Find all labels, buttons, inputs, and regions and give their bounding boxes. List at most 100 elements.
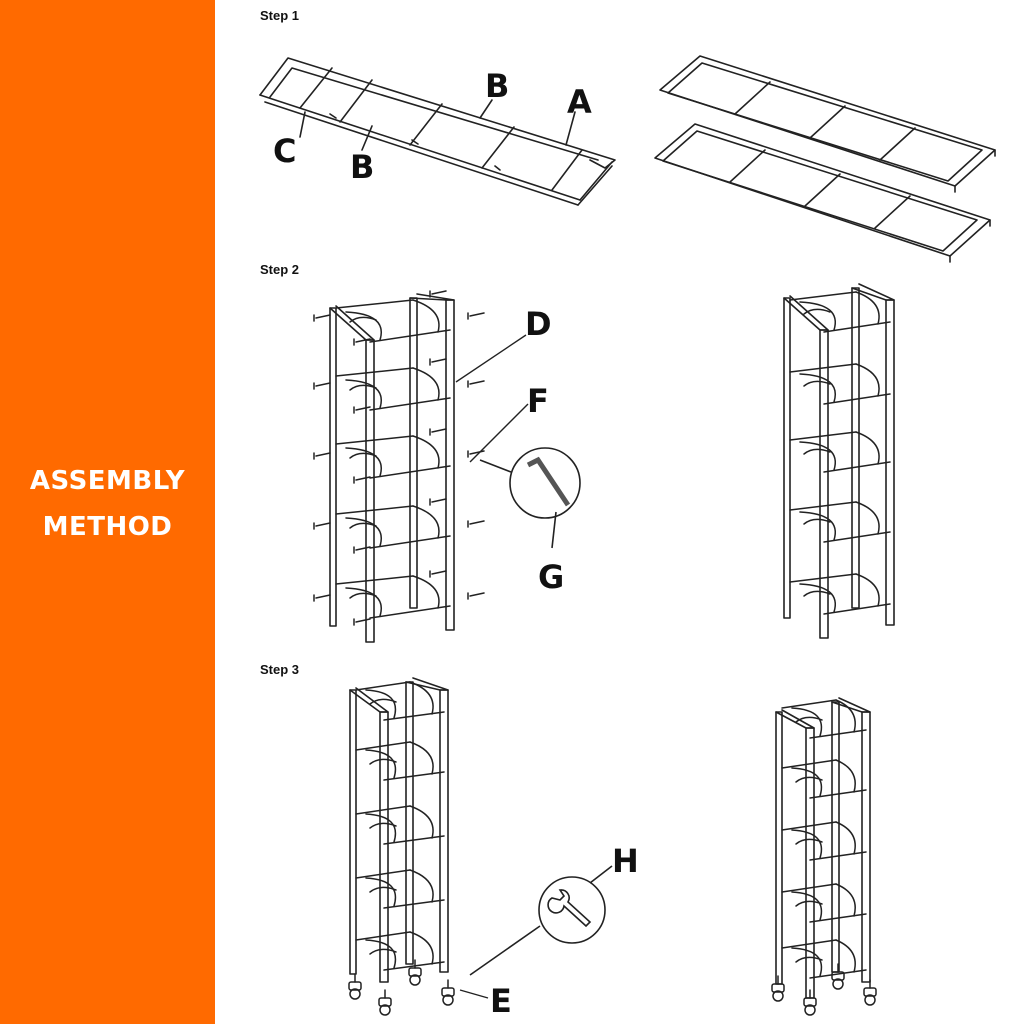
step-3-left-bottle-cradle xyxy=(369,758,397,765)
callout-h: H xyxy=(612,842,639,880)
step-2-right-shelf-front-bar xyxy=(823,321,891,333)
step-2-left-shelf-side-arc xyxy=(412,505,440,539)
step-3-left-shelf-side-arc xyxy=(365,689,397,719)
allen-key-magnifier xyxy=(479,447,581,549)
step-3-left-caster-wheel xyxy=(349,988,361,1000)
step-3-left-caster-wheel xyxy=(442,994,454,1006)
callout-b-bottom: B xyxy=(350,148,374,186)
screw xyxy=(469,592,485,597)
step-3-left-caster-wheel xyxy=(379,1004,391,1016)
step-1-assembled-frame-bottom xyxy=(654,123,991,263)
step-3-left-caster-housing xyxy=(441,987,455,997)
step-3-left-shelf-front-bar xyxy=(383,961,445,971)
step-3-right-shelf-side-arc xyxy=(791,947,823,977)
step-2-left-shelf-front-bar xyxy=(369,465,451,479)
screw xyxy=(315,594,331,599)
step-2-right-bottle-cradle xyxy=(803,518,831,525)
step-3-left-shelf-back-bar xyxy=(355,869,411,879)
step-2-right-bottle-cradle xyxy=(803,448,831,455)
screw xyxy=(431,498,447,503)
step-3-left-shelf-front-bar xyxy=(383,771,445,781)
screw xyxy=(431,290,447,295)
step-3-right-shelf-back-bar xyxy=(781,939,837,949)
step-2-left-bottle-cradle xyxy=(349,592,377,599)
step-3-left-shelf-side-arc xyxy=(409,869,434,903)
step-2-left-shelf-front-bar xyxy=(369,329,451,343)
step-2-right-bottle-cradle xyxy=(803,380,831,387)
screw xyxy=(315,522,331,527)
step-2-right-shelf-back-bar xyxy=(789,291,857,301)
step-3-right-caster-wheel xyxy=(804,1004,816,1016)
screw xyxy=(431,570,447,575)
step-2-right-shelf-side-arc xyxy=(855,291,880,325)
step-2-left-bottle-cradle xyxy=(349,452,377,459)
step-2-right-shelf-front-bar xyxy=(823,393,891,405)
step-3-right-bottle-cradle xyxy=(795,838,823,845)
step-2-right-shelf-side-arc xyxy=(855,431,880,465)
step-3-left-shelf-front-bar xyxy=(383,899,445,909)
step-3-left-shelf-side-arc xyxy=(365,939,397,969)
step-3-left-shelf-side-arc xyxy=(365,813,397,843)
step-2-right-shelf-back-bar xyxy=(789,363,857,373)
step-3-right-shelf-side-arc xyxy=(835,883,856,917)
wrench-magnifier xyxy=(469,865,613,976)
step-3-left-shelf-back-bar xyxy=(355,805,411,815)
step-3-right-shelf-back-bar xyxy=(781,821,837,831)
step-2-right-bottle-cradle xyxy=(803,590,831,597)
step-3-left-shelf-side-arc xyxy=(409,741,434,775)
screw xyxy=(315,452,331,457)
step-2-left-bottle-cradle xyxy=(349,522,377,529)
screw xyxy=(469,312,485,317)
step-1-assembled-frame-top xyxy=(659,55,996,193)
step-2-right-shelf-side-arc xyxy=(799,441,836,471)
sidebar-title-line1: ASSEMBLY xyxy=(29,466,186,496)
screw xyxy=(355,476,371,481)
step-3-right-shelf-front-bar xyxy=(809,851,867,861)
screw xyxy=(469,380,485,385)
callout-f: F xyxy=(527,382,549,420)
step-3-left-bottle-cradle xyxy=(369,822,397,829)
step-3-left-shelf-back-bar xyxy=(355,931,411,941)
step-2-exploded-tower xyxy=(329,293,455,643)
step-3-right-shelf-front-bar xyxy=(809,969,867,979)
step-2-right-shelf-front-bar xyxy=(823,461,891,473)
screw xyxy=(469,450,485,455)
step-2-left-shelf-side-arc xyxy=(345,587,382,617)
step-2-label: Step 2 xyxy=(260,262,300,277)
wrench-icon xyxy=(547,889,592,928)
sidebar-panel: ASSEMBLY METHOD xyxy=(0,0,215,1024)
callout-d: D xyxy=(525,305,552,343)
step-2-left-shelf-side-arc xyxy=(412,299,440,333)
step-3-right-bottle-cradle xyxy=(795,956,823,963)
step-2-left-shelf-back-bar xyxy=(335,367,414,377)
step-3-right-caster-wheel xyxy=(864,994,876,1006)
step-3-right-shelf-back-bar xyxy=(781,883,837,893)
step-2-left-shelf-side-arc xyxy=(345,379,382,409)
step-3-right-caster-housing xyxy=(803,997,817,1007)
step-2-left-shelf-back-bar xyxy=(335,575,414,585)
step-3-right-shelf-side-arc xyxy=(791,707,823,737)
step-2-right-shelf-side-arc xyxy=(855,501,880,535)
callout-a: A xyxy=(567,83,592,121)
step-3-left-shelf-side-arc xyxy=(409,681,434,715)
step-3-left-shelf-side-arc xyxy=(365,749,397,779)
step-3-left-shelf-side-arc xyxy=(365,877,397,907)
step-2-left-shelf-side-arc xyxy=(412,367,440,401)
step-3-right-shelf-side-arc xyxy=(791,891,823,921)
step-2-right-bottle-cradle xyxy=(803,308,831,315)
step-2-left-shelf-side-arc xyxy=(345,517,382,547)
step-3-right-shelf-side-arc xyxy=(835,699,856,733)
step-2-right-shelf-side-arc xyxy=(799,373,836,403)
step-2-right-shelf-front-bar xyxy=(823,531,891,543)
step-3-right-shelf-front-bar xyxy=(809,913,867,923)
screw xyxy=(315,382,331,387)
step-2-assembled-tower xyxy=(783,283,895,639)
step-3-right-bottle-cradle xyxy=(795,900,823,907)
screw xyxy=(431,428,447,433)
step-3-left-bottle-cradle xyxy=(369,948,397,955)
step-2-right-shelf-back-bar xyxy=(789,501,857,511)
step-3-assembled-tower xyxy=(775,697,871,999)
step-2-left-shelf-front-bar xyxy=(369,535,451,549)
step-3-right-shelf-side-arc xyxy=(791,829,823,859)
step-3-right-shelf-back-bar xyxy=(781,699,837,709)
